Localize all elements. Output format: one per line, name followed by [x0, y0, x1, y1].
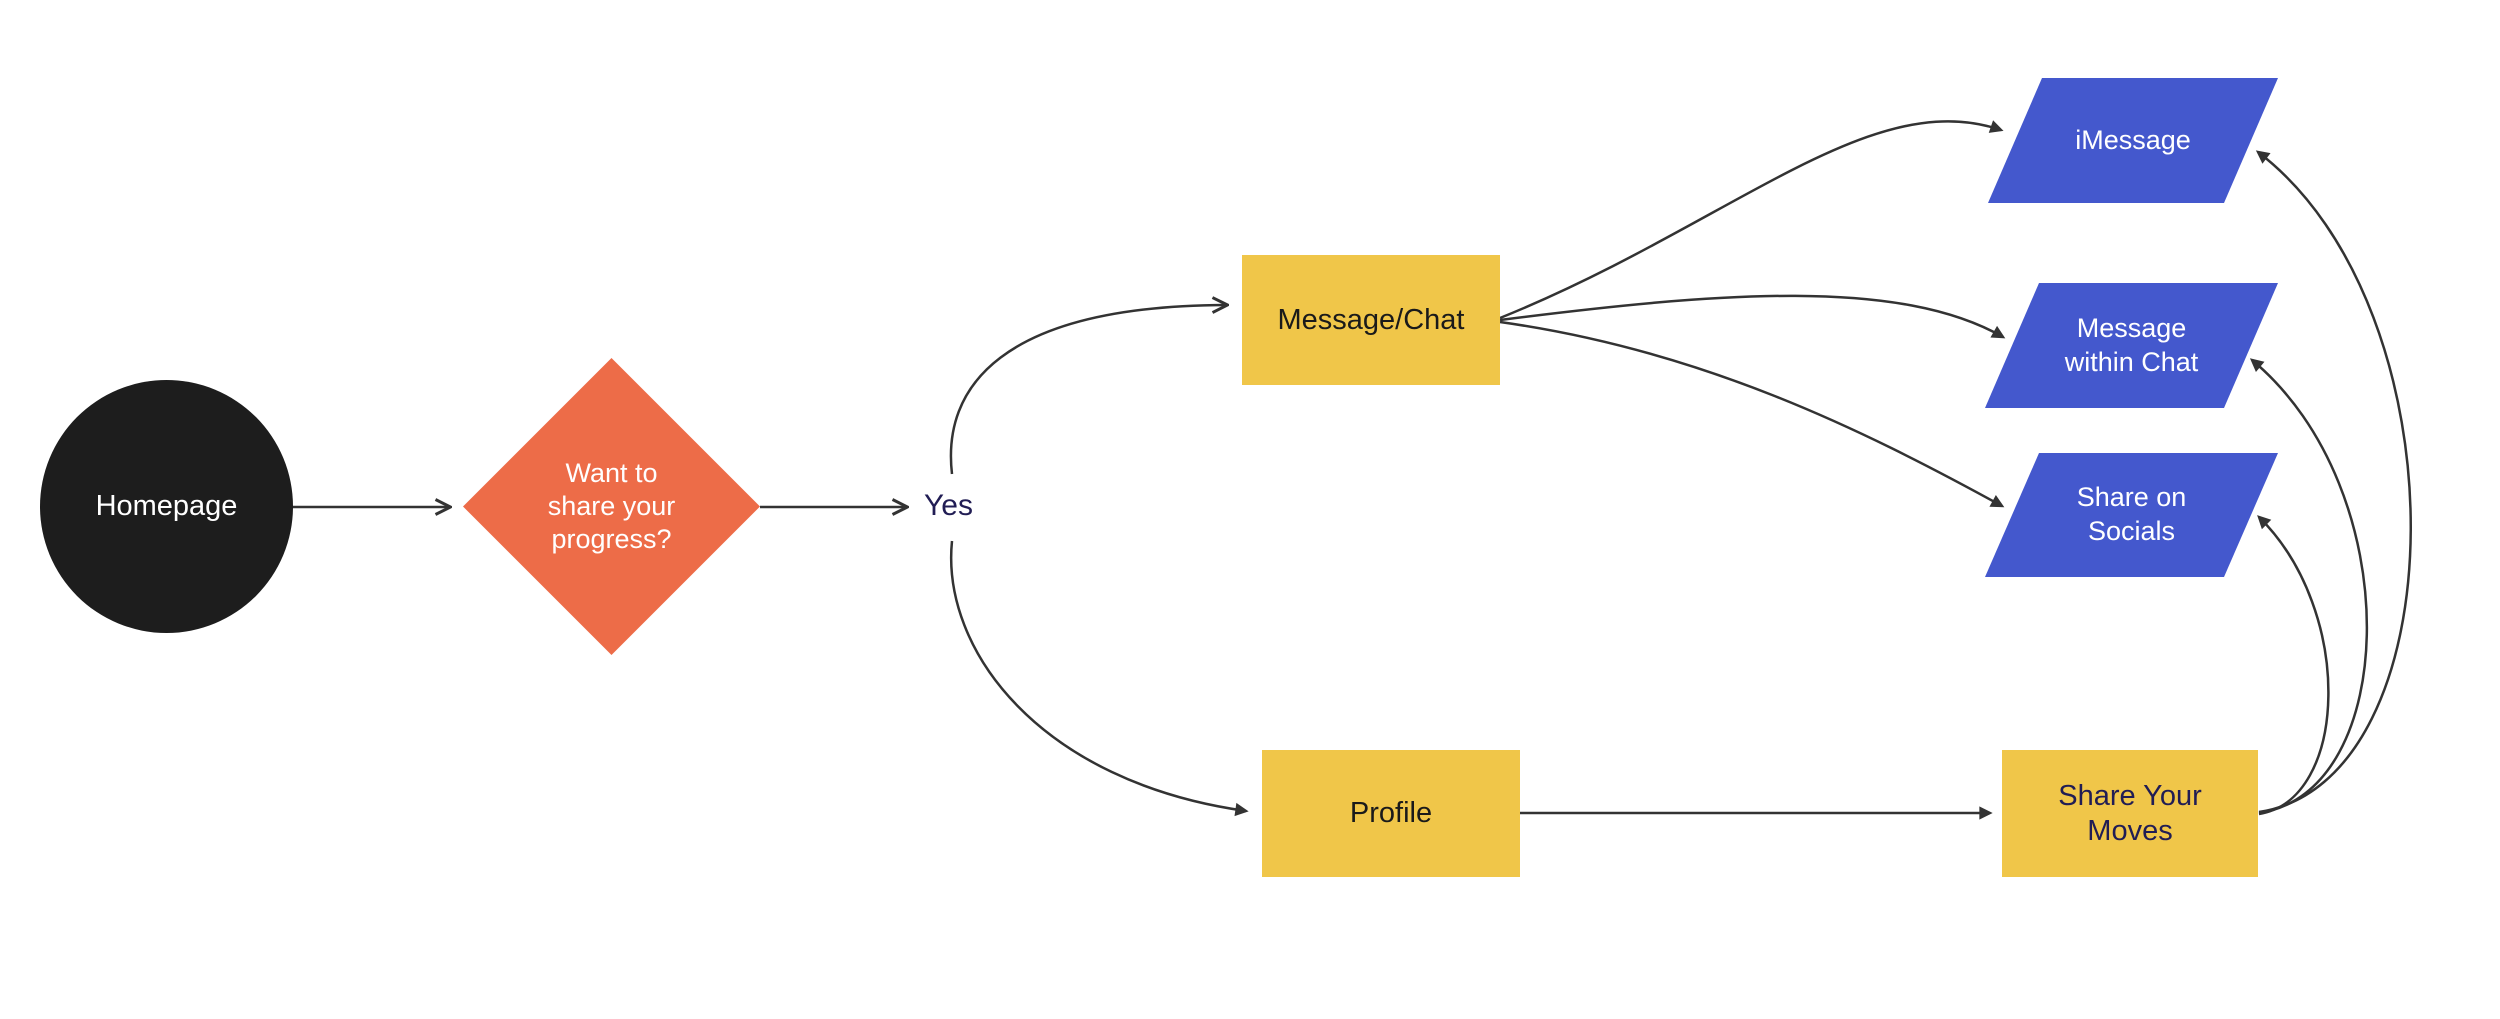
edge-yes-message-chat: [949, 305, 1226, 475]
node-share-on-socials-label: Share on Socials: [2076, 482, 2187, 546]
node-homepage: Homepage: [40, 380, 293, 633]
node-profile: Profile: [1262, 750, 1520, 877]
node-imessage: iMessage: [1988, 78, 2278, 203]
node-profile-label: Profile: [1349, 797, 1433, 830]
node-message-chat-label: Message/Chat: [1277, 303, 1465, 336]
node-message-chat: Message/Chat: [1242, 255, 1500, 385]
node-message-within-chat-label: Message within Chat: [2064, 312, 2199, 377]
edge-message-chat-msg-within: [1499, 294, 2006, 339]
edge-message-chat-socials: [1499, 320, 2005, 508]
edge-share-moves-imessage: [2255, 150, 2412, 814]
edge-share-moves-msg-within: [2249, 358, 2369, 815]
edge-label-yes: Yes: [924, 489, 973, 522]
node-share-on-socials: Share on Socials: [1985, 453, 2278, 577]
edge-share-moves-socials: [2257, 515, 2330, 816]
edge-message-chat-imessage: [1499, 120, 2004, 320]
edge-yes-profile: [949, 540, 1249, 817]
node-homepage-label: Homepage: [95, 490, 238, 522]
node-decision-label: Want to share your progress?: [547, 458, 676, 554]
node-message-within-chat: Message within Chat: [1985, 283, 2278, 408]
node-share-your-moves: Share Your Moves: [2002, 750, 2258, 877]
node-imessage-label: iMessage: [2075, 124, 2191, 155]
node-share-your-moves-label: Share Your Moves: [2058, 779, 2202, 847]
